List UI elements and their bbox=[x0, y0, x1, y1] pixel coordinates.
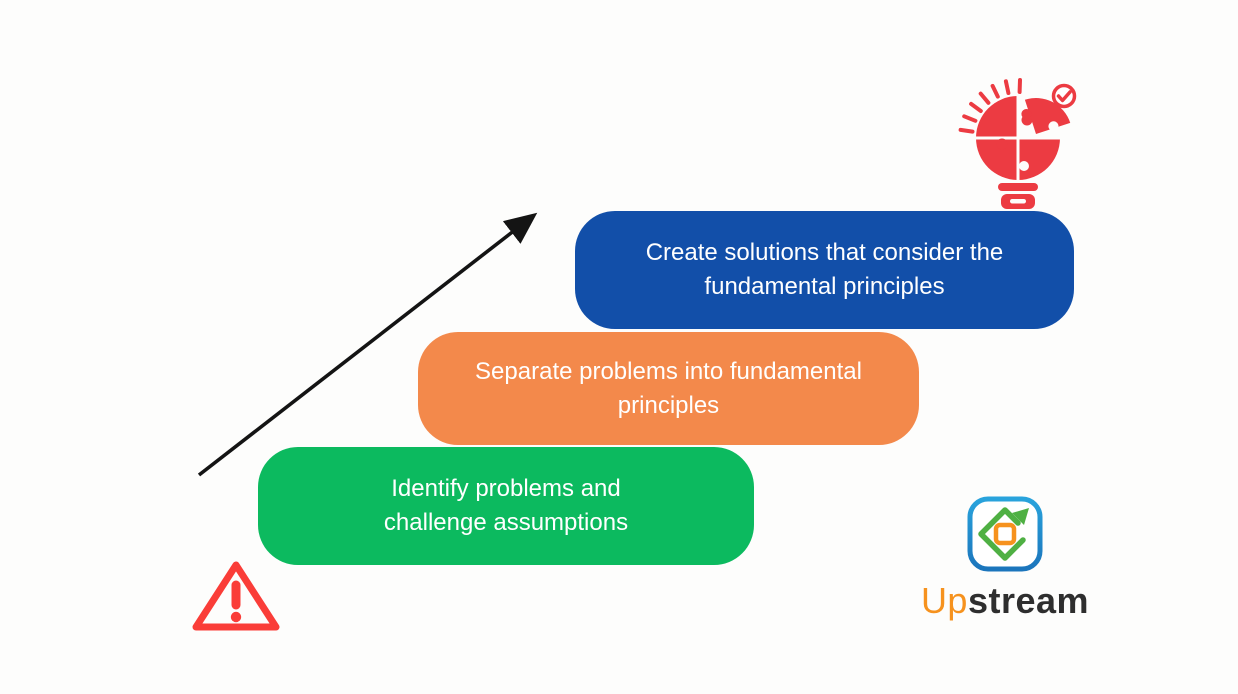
step-identify-problems: Identify problems and challenge assumpti… bbox=[258, 447, 754, 565]
step-label: Identify problems and challenge assumpti… bbox=[383, 475, 629, 536]
step-label: Create solutions that consider the funda… bbox=[645, 239, 1004, 300]
warning-triangle-icon bbox=[192, 561, 280, 631]
upstream-wordmark: Upstream bbox=[905, 580, 1105, 622]
wordmark-stream: stream bbox=[967, 580, 1090, 621]
step-separate-problems: Separate problems into fundamental princ… bbox=[418, 332, 919, 445]
step-label: Separate problems into fundamental princ… bbox=[475, 357, 862, 419]
wordmark-up: Up bbox=[920, 580, 968, 621]
step-create-solutions: Create solutions that consider the funda… bbox=[575, 211, 1074, 329]
upstream-brand: Upstream bbox=[905, 494, 1105, 622]
upstream-logo-icon bbox=[967, 496, 1043, 572]
lightbulb-puzzle-check-icon bbox=[958, 78, 1077, 209]
